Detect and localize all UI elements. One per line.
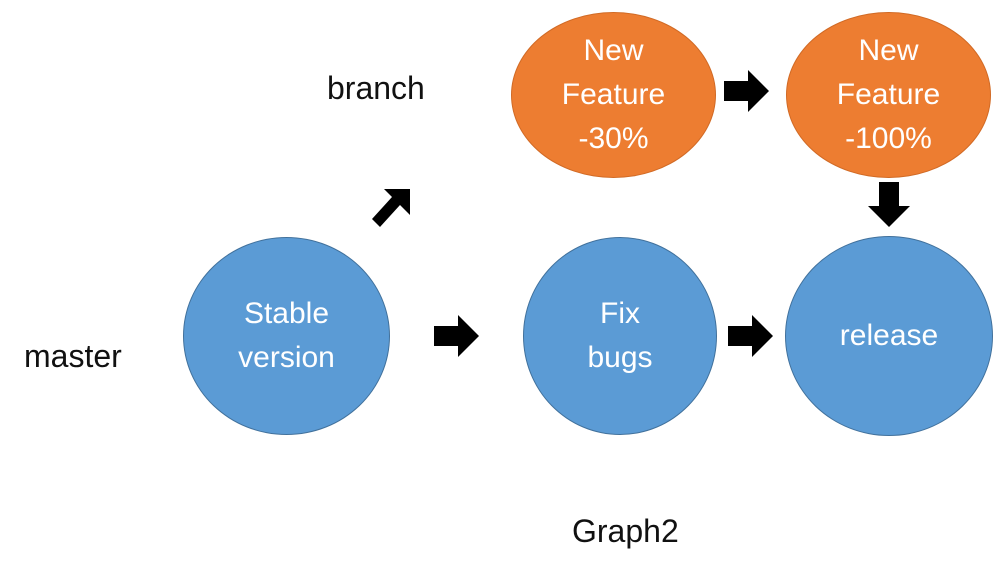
arrow-feature100-to-release-shape [868, 182, 910, 227]
arrow-feature30-to-feature100-icon [724, 70, 769, 112]
arrow-stable-to-fix-icon [434, 315, 479, 357]
node-new-feature-100-line1: New [858, 34, 919, 67]
node-release: release [785, 236, 993, 436]
arrow-feature100-to-release-icon [868, 182, 910, 227]
arrow-stable-to-feature-icon [372, 189, 410, 227]
node-fix-bugs-line2: bugs [587, 341, 653, 374]
arrow-feature30-to-feature100-shape [724, 70, 769, 112]
node-fix-bugs: Fix bugs [523, 237, 717, 435]
node-new-feature-100-line2: Feature [836, 78, 941, 111]
node-new-feature-30-line1: New [583, 34, 644, 67]
node-new-feature-100-line3: -100% [845, 122, 932, 155]
arrow-fix-to-release-shape [728, 315, 773, 357]
arrow-stable-to-feature-shape [372, 189, 410, 227]
node-new-feature-30-line3: -30% [578, 122, 649, 155]
node-release-line1: release [839, 319, 939, 352]
node-stable-version-line2: version [238, 341, 335, 374]
arrow-fix-to-release-icon [728, 315, 773, 357]
diagram-caption: Graph2 [572, 513, 679, 549]
node-new-feature-100: New Feature -100% [786, 12, 991, 178]
master-lane-label: master [24, 338, 122, 374]
node-stable-version: Stable version [183, 237, 390, 435]
arrow-stable-to-fix-shape [434, 315, 479, 357]
node-fix-bugs-line1: Fix [600, 297, 640, 330]
node-new-feature-30-line2: Feature [561, 78, 666, 111]
node-new-feature-30: New Feature -30% [511, 12, 716, 178]
node-stable-version-line1: Stable [243, 297, 330, 330]
branch-lane-label: branch [327, 70, 425, 106]
